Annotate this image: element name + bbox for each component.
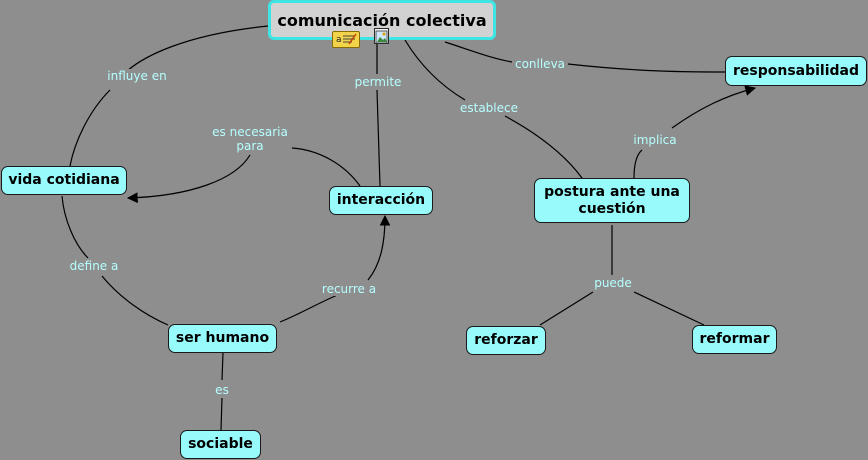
concept-sociable[interactable]: sociable bbox=[180, 430, 261, 459]
concept-responsabilidad[interactable]: responsabilidad bbox=[725, 56, 867, 86]
link-label-influye-en: influye en bbox=[105, 69, 169, 83]
link-permite-2 bbox=[376, 89, 381, 187]
link-conlleva-2 bbox=[567, 63, 727, 73]
link-define-2 bbox=[101, 275, 169, 326]
link-label-es: es bbox=[213, 383, 231, 397]
link-label-permite: permite bbox=[352, 75, 404, 89]
image-icon[interactable] bbox=[374, 28, 389, 44]
link-establece bbox=[404, 39, 466, 101]
concept-reforzar[interactable]: reforzar bbox=[466, 326, 546, 355]
link-es-necesaria-2 bbox=[126, 154, 251, 204]
link-label-implica: implica bbox=[631, 133, 679, 147]
concept-interaccion[interactable]: interacción bbox=[329, 186, 433, 215]
link-label-define-a: define a bbox=[67, 259, 121, 273]
link-label-es-necesaria-para: es necesaria para bbox=[212, 125, 288, 153]
link-es-2 bbox=[220, 397, 223, 431]
link-puede-3 bbox=[633, 291, 705, 326]
link-establece-2 bbox=[504, 115, 583, 179]
link-label-puede: puede bbox=[592, 276, 634, 290]
link-es bbox=[221, 352, 224, 381]
concept-reformar[interactable]: reformar bbox=[692, 325, 777, 354]
link-recurre bbox=[279, 293, 341, 323]
link-label-establece: establece bbox=[457, 101, 521, 115]
link-puede-2 bbox=[539, 291, 594, 326]
concept-ser-humano[interactable]: ser humano bbox=[168, 324, 277, 353]
svg-text:a: a bbox=[336, 35, 342, 45]
link-conlleva bbox=[444, 41, 513, 63]
link-es-necesaria bbox=[291, 147, 361, 187]
note-icon[interactable]: a bbox=[332, 31, 360, 48]
concept-postura-ante-una-cuestion[interactable]: postura ante una cuestión bbox=[534, 178, 690, 223]
link-influye-en-2 bbox=[69, 89, 111, 167]
link-define bbox=[61, 195, 89, 259]
link-recurre-2 bbox=[367, 214, 391, 281]
link-label-recurre-a: recurre a bbox=[319, 282, 379, 296]
link-implica-2 bbox=[671, 85, 757, 129]
link-implica bbox=[633, 149, 643, 179]
concept-vida-cotidiana[interactable]: vida cotidiana bbox=[1, 166, 127, 195]
link-label-conlleva: conlleva bbox=[512, 57, 568, 71]
